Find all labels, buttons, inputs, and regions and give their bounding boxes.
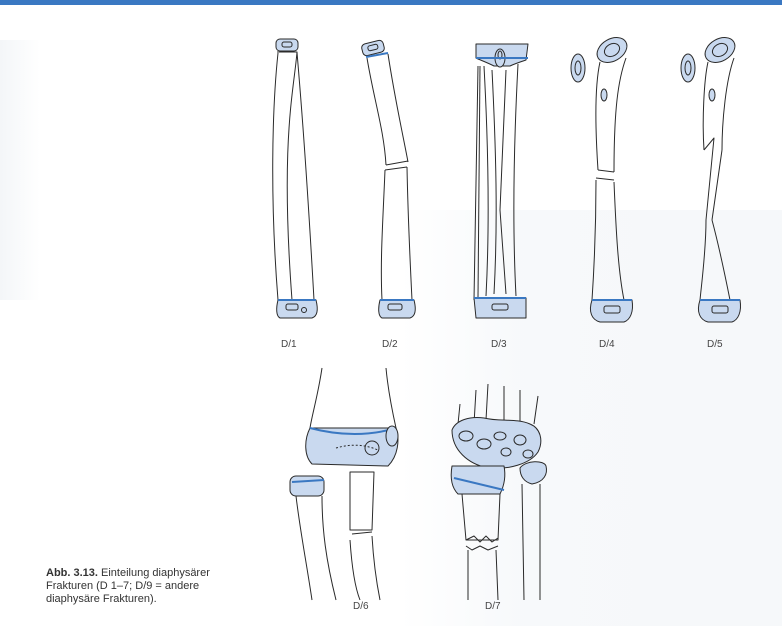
bone-d7 xyxy=(451,384,546,600)
bone-d3 xyxy=(474,44,528,318)
panel-label-d1: D/1 xyxy=(281,339,297,350)
panel-label-d5: D/5 xyxy=(707,339,723,350)
caption-label: Abb. 3.13. xyxy=(46,567,98,579)
panel-label-d3: D/3 xyxy=(491,339,507,350)
figure-caption: Abb. 3.13. Einteilung diaphysärer Fraktu… xyxy=(46,567,246,606)
bone-d5 xyxy=(681,32,741,322)
panel-label-d7: D/7 xyxy=(485,601,501,612)
bone-d4 xyxy=(571,32,633,322)
bone-d1 xyxy=(273,39,317,318)
panel-label-d2: D/2 xyxy=(382,339,398,350)
panel-label-d6: D/6 xyxy=(353,601,369,612)
bone-d6 xyxy=(290,368,398,600)
bone-d2 xyxy=(361,40,415,318)
panel-label-d4: D/4 xyxy=(599,339,615,350)
